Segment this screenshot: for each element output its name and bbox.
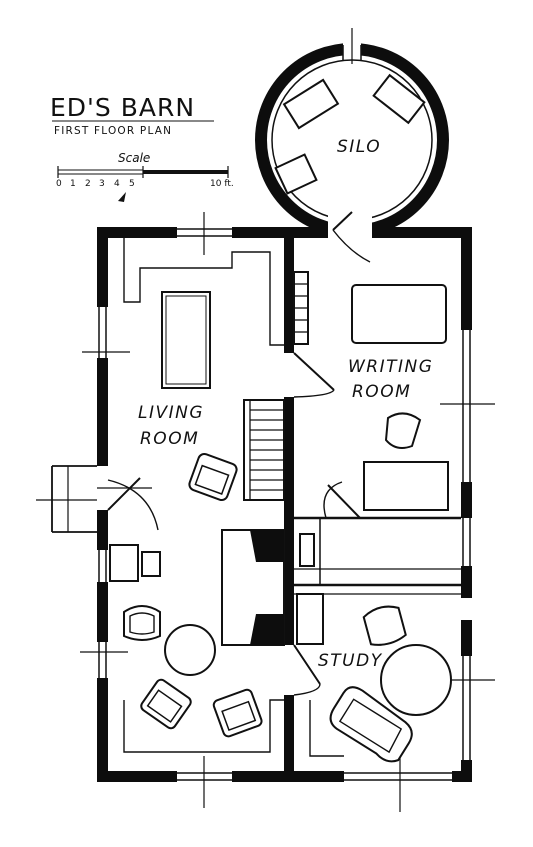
scale-tick-4: 4 — [114, 179, 120, 189]
study-chair-upper — [362, 605, 407, 646]
writing-room-chair — [384, 412, 422, 449]
scale-tick-3: 3 — [99, 179, 105, 189]
writing-room-furniture — [293, 271, 449, 511]
study-chaise-lounge — [329, 686, 413, 763]
scale-tick-0: 0 — [56, 179, 62, 189]
study-round-table — [380, 644, 452, 716]
room-label-silo: SILO — [337, 137, 381, 157]
living-room-armchair-upper — [188, 452, 238, 502]
living-room-furniture — [109, 238, 285, 753]
room-label-living-line1: LIVING — [138, 403, 204, 423]
scale-tick-5: 5 — [129, 179, 135, 189]
silo-armchair-left — [282, 78, 340, 130]
silo-structure — [255, 28, 449, 263]
room-label-living-line2: ROOM — [140, 429, 199, 449]
title-block: ED'S BARN FIRST FLOOR PLAN — [50, 93, 214, 137]
north-arrow-icon — [118, 192, 126, 202]
room-label-writing-line2: ROOM — [352, 382, 411, 402]
living-room-sofa — [161, 291, 211, 389]
entry-porch — [36, 465, 159, 533]
scale-tick-1: 1 — [70, 179, 76, 189]
living-room-stool — [141, 551, 161, 577]
closet-area — [299, 533, 315, 567]
living-room-side-table — [109, 544, 139, 582]
scale-label: Scale — [118, 151, 150, 165]
scale-end-label: 10 ft. — [210, 179, 234, 189]
exterior-walls — [97, 227, 472, 782]
room-label-study: STUDY — [318, 651, 383, 671]
silo-armchair-right — [372, 73, 426, 125]
writing-room-desk — [351, 284, 447, 344]
silo-chair-small — [274, 153, 318, 195]
windows — [80, 212, 495, 812]
living-room-armchair-lower-right — [212, 688, 263, 738]
living-room-round-table — [164, 624, 216, 676]
scale-tick-2: 2 — [85, 179, 91, 189]
writing-room-couch — [363, 461, 449, 511]
scale-bar: Scale 0 1 2 3 4 5 10 ft. — [56, 151, 234, 189]
study-cabinet — [296, 593, 324, 645]
plan-title: ED'S BARN — [50, 93, 195, 122]
study-furniture — [294, 593, 461, 763]
room-label-writing-line1: WRITING — [348, 357, 433, 377]
plan-subtitle: FIRST FLOOR PLAN — [54, 125, 172, 137]
living-room-armchair-lower-left — [140, 678, 192, 730]
closet-cabinet — [299, 533, 315, 567]
interior-walls — [284, 238, 461, 775]
interior-doors — [293, 352, 361, 696]
